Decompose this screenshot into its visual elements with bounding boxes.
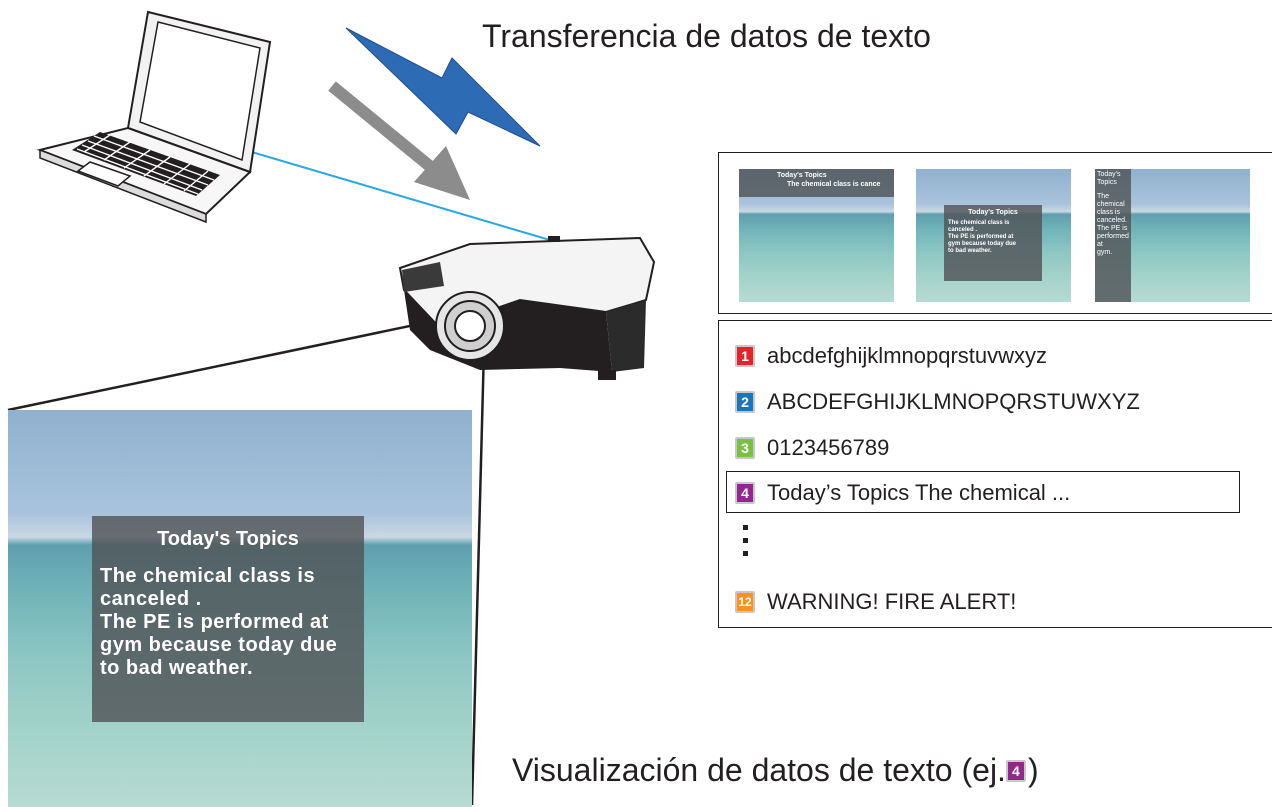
list-item: 4 Today’s Topics The chemical ... [735,480,1070,506]
badge-icon: 1 [735,345,755,367]
ellipsis-dots [743,525,748,564]
list-item[interactable]: 2 ABCDEFGHIJKLMNOPQRSTUWXYZ [735,389,1140,415]
selected-list-item[interactable]: 4 Today’s Topics The chemical ... [726,471,1240,513]
projected-image: Today's Topics The chemical class is can… [8,410,472,807]
thumbnail-body: The chemical class is canceled. The PE i… [1097,193,1129,256]
laptop-icon [36,10,272,224]
transfer-caption: Transferencia de datos de texto [482,18,931,54]
transfer-arrow-icon [328,81,470,200]
thumbnail-title: Today's Topics [777,172,827,179]
badge-icon: 2 [735,391,755,413]
list-item-text: Today’s Topics The chemical ... [767,480,1071,505]
projected-title: Today's Topics [157,528,299,550]
display-caption-end: ) [1027,752,1039,788]
display-caption-text: Visualización de datos de texto (ej. [512,752,1006,788]
cable-line [244,149,561,244]
thumbnail-title: Today's Topics [968,209,1018,216]
list-item-text: WARNING! FIRE ALERT! [767,589,1017,614]
badge-icon: 3 [735,437,755,459]
projected-body: The chemical class is canceled . The PE … [100,565,338,679]
example-badge-icon: 4 [1005,759,1026,782]
thumbnail-overlay: Today's Topics The chemical class is can… [739,169,894,197]
projector-icon [398,236,656,380]
thumbnail-title: Today's Topics [1097,171,1121,186]
list-item-text: 0123456789 [767,435,890,460]
list-item[interactable]: 1 abcdefghijklmnopqrstuvwxyz [735,343,1047,369]
display-caption: Visualización de datos de texto (ej. 4 ) [512,752,1039,789]
badge-icon: 4 [735,482,755,504]
badge-icon: 12 [735,591,755,613]
list-item-text: abcdefghijklmnopqrstuvwxyz [767,343,1048,368]
wireless-lightning-icon [345,27,541,147]
thumbnail-body: The chemical class is cance [787,181,881,188]
thumbnail-vertical[interactable]: Today's Topics The chemical class is can… [1095,169,1250,302]
text-list-panel: 1 abcdefghijklmnopqrstuvwxyz 2 ABCDEFGHI… [718,320,1272,628]
list-item-text: ABCDEFGHIJKLMNOPQRSTUWXYZ [767,389,1140,414]
thumbnail-body: The chemical class is canceled . The PE … [948,220,1017,254]
list-item[interactable]: 12 WARNING! FIRE ALERT! [735,589,1016,615]
thumbnail-center[interactable]: Today's Topics The chemical class is can… [916,169,1071,302]
projected-text-overlay: Today's Topics The chemical class is can… [92,516,364,722]
list-item[interactable]: 3 0123456789 [735,435,889,461]
thumbnail-overlay: Today's Topics The chemical class is can… [944,205,1042,281]
thumbnail-overlay: Today's Topics The chemical class is can… [1095,169,1131,302]
thumbnail-banner[interactable]: Today's Topics The chemical class is can… [739,169,894,302]
layout-thumbnails-panel: Today's Topics The chemical class is can… [718,152,1272,314]
